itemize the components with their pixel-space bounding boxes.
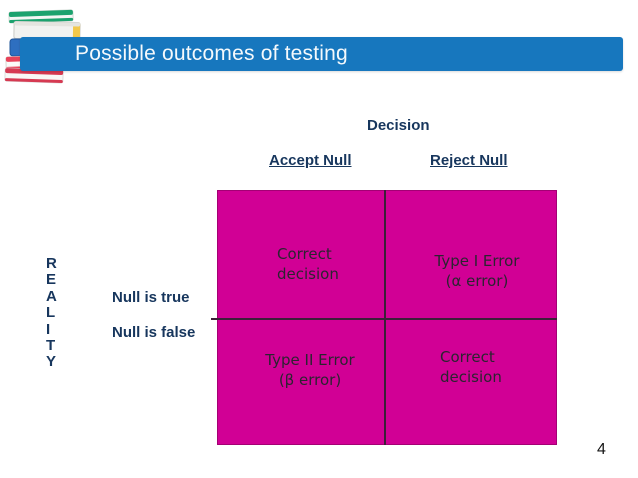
page-number: 4 — [597, 441, 606, 458]
matrix-vertical-divider — [384, 190, 386, 445]
row-header-null-false: Null is false — [112, 324, 196, 341]
cell-line: Correct — [277, 245, 332, 263]
cell-line: Type I Error — [434, 252, 520, 270]
cell-line: Correct — [440, 348, 495, 366]
cell-line: decision — [277, 265, 339, 283]
cell-accept-true: Correct decision — [277, 244, 339, 284]
slide-title: Possible outcomes of testing — [75, 42, 348, 65]
cell-reject-false: Correct decision — [440, 347, 502, 387]
row-header-null-true: Null is true — [112, 289, 190, 306]
cell-line: Type II Error — [265, 351, 355, 369]
col-header-accept-null: Accept Null — [269, 152, 352, 169]
matrix-horizontal-divider — [211, 318, 557, 320]
col-header-reject-null: Reject Null — [430, 152, 508, 169]
cell-accept-false: Type II Error (β error) — [235, 350, 385, 390]
slide-title-bar: Possible outcomes of testing — [20, 37, 623, 71]
reality-axis-label: R E A L I T Y — [46, 255, 57, 371]
cell-line: (β error) — [278, 371, 342, 389]
cell-line: (α error) — [445, 272, 509, 290]
cell-reject-true: Type I Error (α error) — [402, 251, 552, 291]
outcome-matrix — [217, 190, 557, 445]
cell-line: decision — [440, 368, 502, 386]
decision-axis-label: Decision — [367, 117, 430, 134]
